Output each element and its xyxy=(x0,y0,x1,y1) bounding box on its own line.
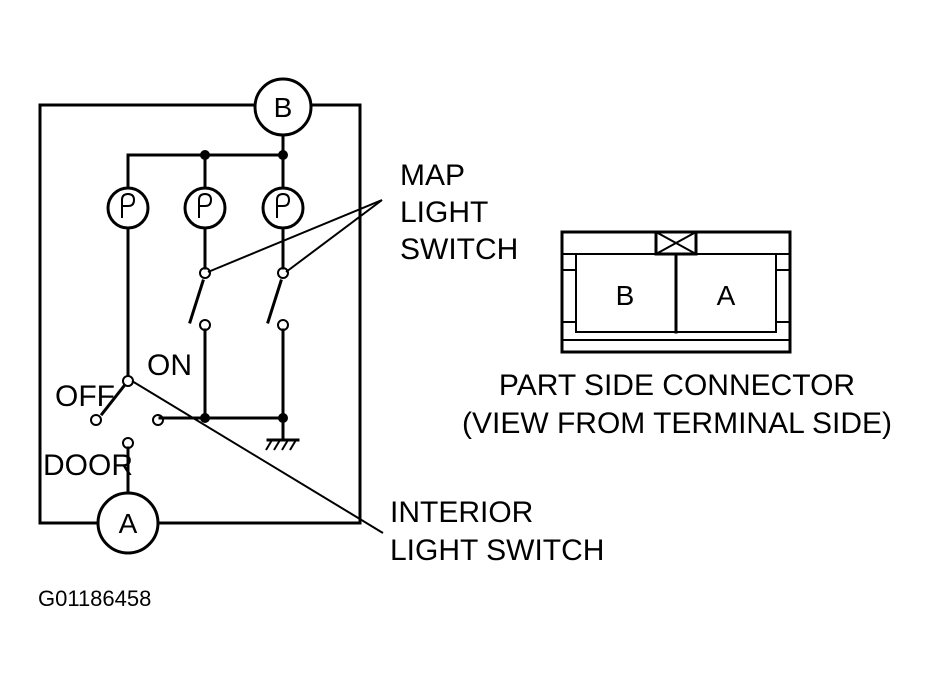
connector-terminal-b: B xyxy=(616,280,635,311)
terminal-b-label: B xyxy=(274,92,293,123)
part-side-connector: B A xyxy=(560,230,792,354)
off-label: OFF xyxy=(55,380,115,413)
bulb-1-icon xyxy=(106,186,150,230)
door-label: DOOR xyxy=(43,449,133,482)
bus-wires xyxy=(126,133,288,190)
interior-light-switch-line1: INTERIOR xyxy=(390,496,533,529)
interior-light-switch xyxy=(90,226,164,495)
ground-icon xyxy=(158,413,300,451)
interior-light-switch-callout: INTERIOR LIGHT SWITCH xyxy=(131,380,604,567)
map-light-switch-line2: LIGHT xyxy=(400,196,488,229)
map-light-switch-callout: MAP LIGHT SWITCH xyxy=(207,159,518,273)
map-light-switch-line1: MAP xyxy=(400,159,465,192)
figure-id: G01186458 xyxy=(38,586,151,611)
terminal-b: B xyxy=(253,77,313,137)
connector-terminal-a: A xyxy=(717,280,736,311)
connector-lock-icon xyxy=(654,230,698,256)
junction-dot xyxy=(200,150,210,160)
bulb-2-icon xyxy=(183,186,227,230)
circuit-frame xyxy=(38,103,362,525)
bulb-3-icon xyxy=(261,186,305,230)
map-light-switch-line3: SWITCH xyxy=(400,233,518,266)
junction-dot xyxy=(278,150,288,160)
connector-caption-line2: (VIEW FROM TERMINAL SIDE) xyxy=(462,407,892,440)
on-label: ON xyxy=(147,349,192,382)
terminal-a-label: A xyxy=(119,508,138,539)
connector-caption-line1: PART SIDE CONNECTOR xyxy=(499,369,855,402)
interior-light-switch-line2: LIGHT SWITCH xyxy=(390,534,604,567)
terminal-a: A xyxy=(96,491,160,555)
